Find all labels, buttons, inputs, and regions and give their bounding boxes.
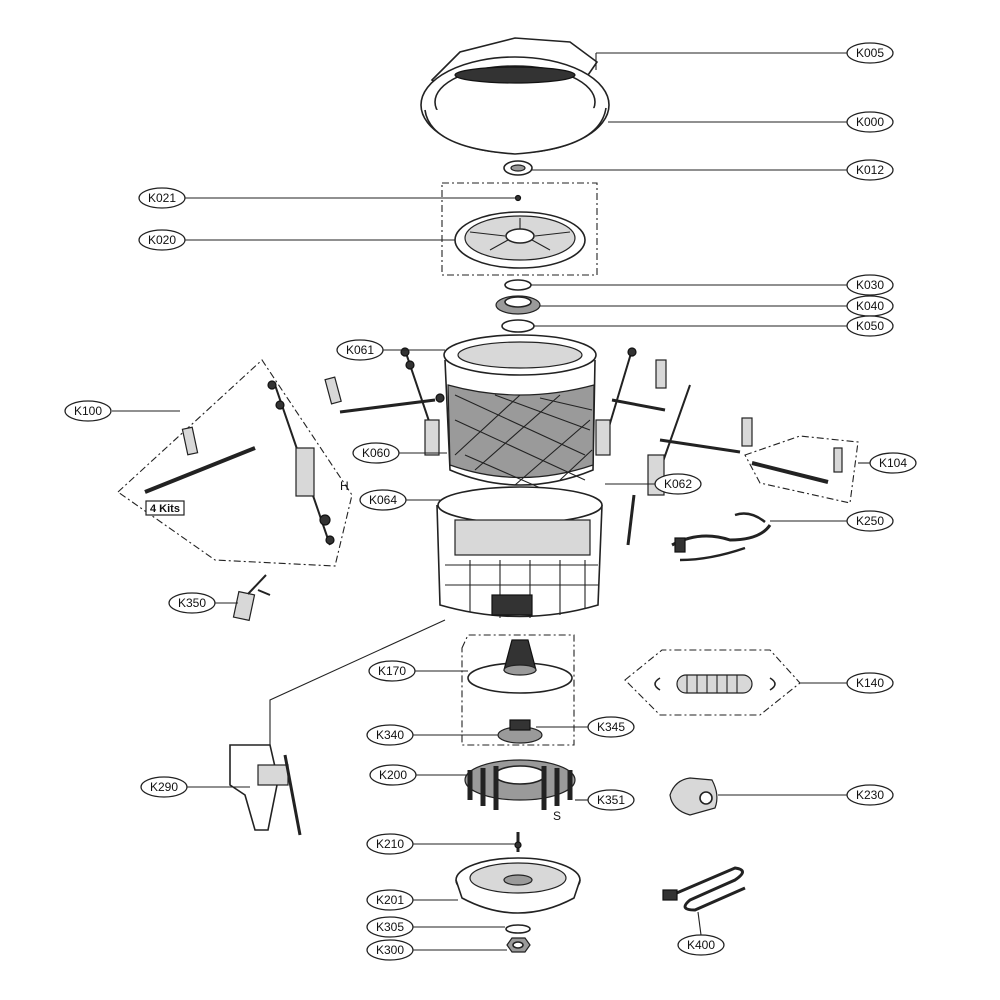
washer-part bbox=[504, 279, 532, 291]
callout-k230: K230 bbox=[846, 784, 894, 806]
pulsator-screw-part bbox=[514, 194, 522, 202]
label-k200: K200 bbox=[379, 768, 407, 782]
callout-k351: K351 bbox=[587, 789, 635, 811]
h-mark: H bbox=[340, 479, 349, 493]
callout-k200: K200 bbox=[369, 764, 417, 786]
callout-k350: K350 bbox=[168, 592, 216, 614]
callout-k305: K305 bbox=[366, 916, 414, 938]
label-k345: K345 bbox=[597, 720, 625, 734]
drain-bracket-part bbox=[229, 744, 302, 836]
outer-tub-part bbox=[436, 486, 603, 618]
pulsator-group-box bbox=[441, 182, 598, 276]
callout-k340: K340 bbox=[366, 724, 414, 746]
oil-seal-part bbox=[501, 319, 535, 333]
bearing-housing-part bbox=[495, 295, 541, 315]
stator-part bbox=[464, 759, 576, 810]
label-k050: K050 bbox=[856, 319, 884, 333]
callout-k062: K062 bbox=[654, 473, 702, 495]
suspension-rod-left-back-part bbox=[324, 376, 445, 414]
callout-k064: K064 bbox=[359, 489, 407, 511]
rod-kit-part bbox=[751, 447, 843, 484]
rotor-nut-part bbox=[506, 937, 531, 953]
label-k061: K061 bbox=[346, 343, 374, 357]
label-k250: K250 bbox=[856, 514, 884, 528]
callout-k005: K005 bbox=[846, 42, 894, 64]
label-k351: K351 bbox=[597, 793, 625, 807]
inner-drum-part bbox=[443, 334, 597, 491]
callout-k040: K040 bbox=[846, 295, 894, 317]
callout-k400: K400 bbox=[677, 934, 725, 956]
label-k012: K012 bbox=[856, 163, 884, 177]
suspension-kit-part bbox=[144, 380, 335, 546]
suspension-kit-group-box bbox=[117, 359, 353, 567]
rotor-part bbox=[455, 857, 581, 914]
callout-k201: K201 bbox=[366, 889, 414, 911]
kits-note-box bbox=[145, 500, 185, 516]
drain-bracket-link-line bbox=[269, 619, 446, 745]
callout-k030: K030 bbox=[846, 274, 894, 296]
label-k305: K305 bbox=[376, 920, 404, 934]
label-k020: K020 bbox=[148, 233, 176, 247]
callout-k290: K290 bbox=[140, 776, 188, 798]
label-k100: K100 bbox=[74, 404, 102, 418]
kits-note: 4 Kits bbox=[150, 503, 180, 515]
callout-k140: K140 bbox=[846, 672, 894, 694]
label-k201: K201 bbox=[376, 893, 404, 907]
label-k350: K350 bbox=[178, 596, 206, 610]
suspension-rod-left-front-part bbox=[400, 347, 440, 456]
label-k140: K140 bbox=[856, 676, 884, 690]
wire-harness-part bbox=[671, 512, 772, 562]
tub-cover-part bbox=[420, 37, 610, 155]
label-k300: K300 bbox=[376, 943, 404, 957]
label-k210: K210 bbox=[376, 837, 404, 851]
callout-k100: K100 bbox=[64, 400, 112, 422]
suspension-rod-right-front-part bbox=[595, 347, 637, 456]
sensor-part bbox=[232, 574, 271, 622]
label-k340: K340 bbox=[376, 728, 404, 742]
bolt-part bbox=[514, 832, 522, 852]
label-k400: K400 bbox=[687, 938, 715, 952]
balance-ring-seal-part bbox=[503, 160, 533, 176]
callout-k104: K104 bbox=[869, 452, 917, 474]
clutch-group-box bbox=[461, 634, 575, 746]
thermistor-part bbox=[669, 777, 718, 816]
callout-k020: K020 bbox=[138, 229, 186, 251]
pulsator-part bbox=[454, 211, 586, 269]
rod-kit-group-box bbox=[744, 435, 859, 504]
suspension-rod-right-back-part bbox=[611, 359, 753, 546]
callout-k021: K021 bbox=[138, 187, 186, 209]
label-k000: K000 bbox=[856, 115, 884, 129]
callout-k000: K000 bbox=[846, 111, 894, 133]
label-k005: K005 bbox=[856, 46, 884, 60]
callout-k210: K210 bbox=[366, 833, 414, 855]
callout-k060: K060 bbox=[352, 442, 400, 464]
callout-k250: K250 bbox=[846, 510, 894, 532]
label-k290: K290 bbox=[150, 780, 178, 794]
label-k060: K060 bbox=[362, 446, 390, 460]
rotor-mount-part bbox=[497, 719, 543, 744]
label-k062: K062 bbox=[664, 477, 692, 491]
callout-k061: K061 bbox=[336, 339, 384, 361]
clutch-part bbox=[467, 639, 573, 694]
label-k030: K030 bbox=[856, 278, 884, 292]
label-k170: K170 bbox=[378, 664, 406, 678]
label-k230: K230 bbox=[856, 788, 884, 802]
rotor-washer-part bbox=[505, 924, 531, 934]
s-mark: S bbox=[553, 809, 561, 823]
callout-k300: K300 bbox=[366, 939, 414, 961]
callout-k012: K012 bbox=[846, 159, 894, 181]
callout-k345: K345 bbox=[587, 716, 635, 738]
leader-lines bbox=[112, 52, 870, 951]
callout-k050: K050 bbox=[846, 315, 894, 337]
callout-k170: K170 bbox=[368, 660, 416, 682]
label-k021: K021 bbox=[148, 191, 176, 205]
drain-hose-part bbox=[654, 674, 776, 694]
label-k040: K040 bbox=[856, 299, 884, 313]
label-k104: K104 bbox=[879, 456, 907, 470]
heater-part bbox=[662, 866, 746, 912]
label-k064: K064 bbox=[369, 493, 397, 507]
